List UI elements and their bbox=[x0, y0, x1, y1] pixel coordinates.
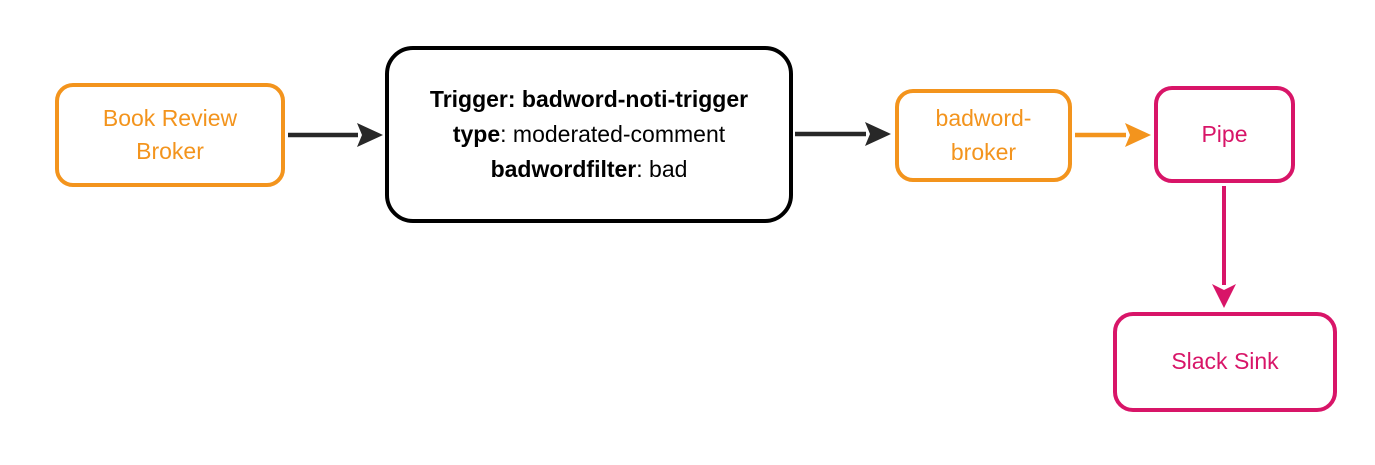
node-slack-sink-label: Slack Sink bbox=[1171, 348, 1279, 375]
node-pipe: Pipe bbox=[1154, 86, 1295, 183]
node-book-review-broker: Book Review Broker bbox=[55, 83, 285, 187]
node-pipe-label: Pipe bbox=[1201, 120, 1248, 147]
node-book-review-broker-label: Book Review Broker bbox=[102, 104, 238, 164]
node-slack-sink: Slack Sink bbox=[1113, 312, 1337, 412]
trigger-line-1: Trigger: badword-noti-trigger bbox=[429, 86, 749, 112]
trigger-line-2: type: moderated-comment bbox=[452, 121, 726, 147]
trigger-line-3: badwordfilter: bad bbox=[490, 156, 688, 182]
node-badword-broker: badword-broker bbox=[895, 89, 1072, 182]
node-trigger: Trigger: badword-noti-trigger type: mode… bbox=[385, 46, 793, 223]
node-badword-broker-label: badword-broker bbox=[935, 105, 1032, 165]
